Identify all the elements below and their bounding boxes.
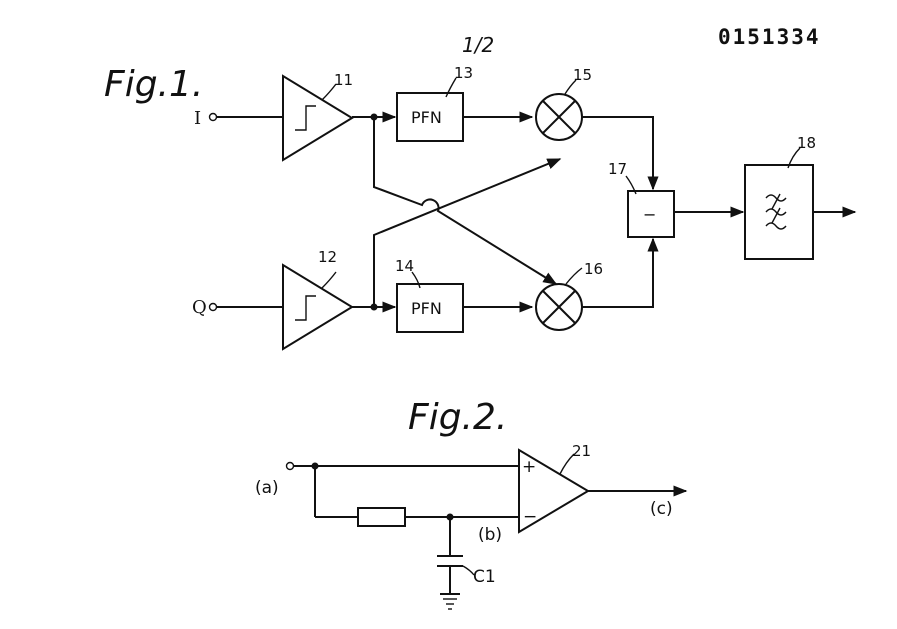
pfn-14-label: PFN <box>411 299 442 318</box>
input-i-label: I <box>194 108 201 129</box>
document-number: 0151334 <box>718 25 821 49</box>
wire-16-to-17 <box>582 237 659 308</box>
sheet-label: 1/2 <box>462 33 494 57</box>
pfn-13-label: PFN <box>411 108 442 127</box>
ref-label-15: 15 <box>573 66 592 84</box>
node-b-label: (b) <box>478 525 502 545</box>
fig1-title: Fig.1. <box>104 64 203 105</box>
node-a-label: (a) <box>255 478 279 498</box>
ref-leader-14 <box>411 271 421 289</box>
ref-leader-11 <box>321 83 337 101</box>
input-i-terminal <box>208 112 218 122</box>
cross-wire-q-to-15 <box>373 158 562 307</box>
mixer-16 <box>535 283 583 331</box>
ref-label-14: 14 <box>395 257 414 275</box>
ref-leader-21 <box>559 453 575 475</box>
capacitor-c1 <box>437 555 463 567</box>
ref-leader-13 <box>445 77 457 98</box>
subtractor-block-17 <box>627 190 675 238</box>
ref-leader-12 <box>321 271 337 289</box>
comparator-21 <box>518 448 590 534</box>
node-c-label: (c) <box>650 499 673 519</box>
limiter-amplifier-12 <box>282 263 354 351</box>
ref-label-18: 18 <box>797 134 816 152</box>
ref-label-21: 21 <box>572 442 591 460</box>
minus-input-sign: − <box>523 507 537 527</box>
ref-leader-17 <box>625 175 637 195</box>
wire-15-to-17 <box>582 116 659 191</box>
ref-label-13: 13 <box>454 64 473 82</box>
lowpass-filter-18 <box>744 164 814 260</box>
resistor <box>357 507 406 527</box>
input-q-terminal <box>208 302 218 312</box>
node-a-terminal <box>285 461 295 471</box>
ref-label-12: 12 <box>318 248 337 266</box>
subtractor-symbol: − <box>643 205 656 224</box>
ref-leader-16 <box>565 267 583 285</box>
fig2-title: Fig.2. <box>408 397 507 438</box>
capacitor-label: C1 <box>473 567 496 587</box>
lowpass-filter-symbol <box>765 193 787 230</box>
mixer-15 <box>535 93 583 141</box>
limiter-amplifier-11 <box>282 74 354 162</box>
ref-label-17: 17 <box>608 160 627 178</box>
capacitor-leader <box>462 565 475 576</box>
input-q-label: Q <box>192 297 207 318</box>
ground-symbol <box>440 593 460 610</box>
ref-leader-18 <box>787 147 801 169</box>
ref-label-16: 16 <box>584 260 603 278</box>
ref-label-11: 11 <box>334 71 353 89</box>
plus-input-sign: + <box>522 457 536 477</box>
ref-leader-15 <box>564 79 577 95</box>
